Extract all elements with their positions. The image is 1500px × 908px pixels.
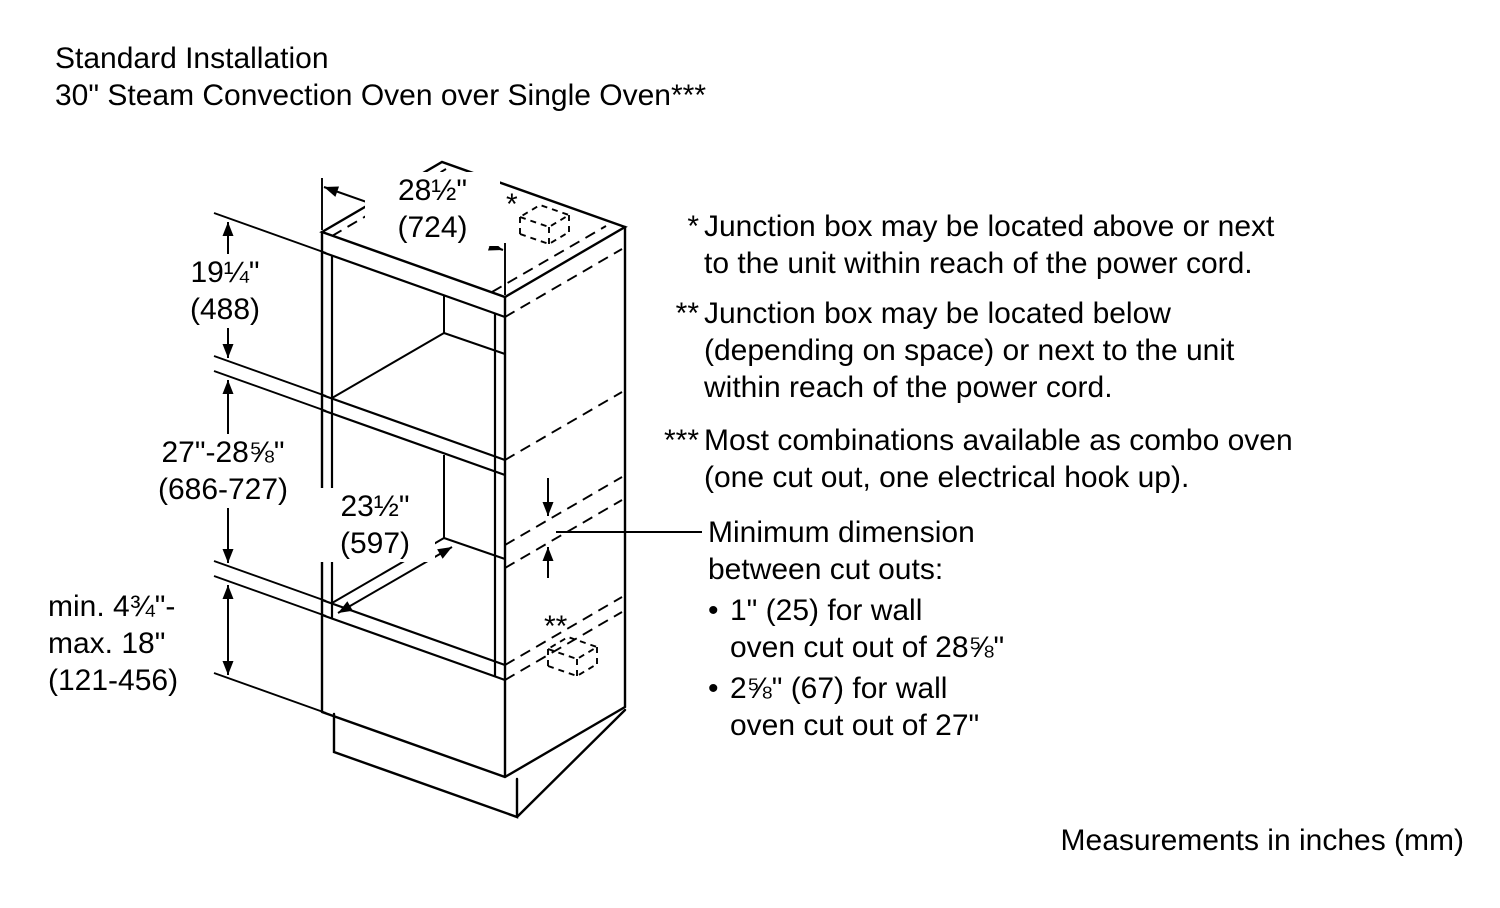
min-dimension-note: Minimum dimension between cut outs: • 1"…: [708, 514, 1004, 744]
note-2-line-1: Junction box may be located below: [704, 297, 1171, 330]
cabinet-outline: [319, 160, 628, 779]
upper-junction-box: [517, 203, 572, 246]
note-1-lines: Junction box may be located above or nex…: [704, 208, 1274, 282]
lower-junction-marker: **: [544, 610, 568, 643]
min-dimension-item-1: • 1" (25) for wall: [708, 592, 1004, 629]
note-2-line-2: (depending on space) or next to the unit: [704, 334, 1235, 367]
note-2-line-3: within reach of the power cord.: [704, 371, 1113, 404]
toe-kick-base: [332, 708, 627, 819]
lower-junction-box: [545, 635, 600, 678]
dim-bottom-line-1: min. 4¾"-: [48, 590, 176, 623]
min-dimension-item-2-line-1: 2⅝" (67) for wall: [730, 672, 948, 705]
dim-lower-mm: (686-727): [157, 473, 289, 506]
note-3-lines: Most combinations available as combo ove…: [704, 422, 1293, 496]
interior-shelf-edges: [331, 296, 506, 604]
note-marker-2: **: [675, 297, 699, 330]
extension-lines: [213, 178, 506, 714]
min-dimension-item-2: • 2⅝" (67) for wall: [708, 670, 1004, 707]
note-marker-3: ***: [663, 424, 699, 457]
footer-units-note: Measurements in inches (mm): [1060, 824, 1464, 857]
note-top-junction: * Junction box may be located above or n…: [660, 208, 1274, 282]
min-gap-indicator: [542, 478, 702, 578]
min-dimension-item-2-line-2: oven cut out of 27": [730, 709, 980, 742]
dim-lower-inches: 27"-28⅝": [161, 436, 285, 469]
title-line-1: Standard Installation: [55, 42, 329, 75]
dim-width-mm: (724): [397, 211, 468, 244]
top-junction-marker: *: [506, 188, 518, 221]
note-1-line-1: Junction box may be located above or nex…: [704, 210, 1275, 243]
upper-cutout-height-label: 19¼" (488): [150, 254, 300, 328]
depth-label: 23½" (597): [315, 488, 435, 562]
min-dimension-item-1-line-2: oven cut out of 28⅝": [730, 631, 1005, 664]
note-combo: *** Most combinations available as combo…: [660, 422, 1293, 496]
note-2-lines: Junction box may be located below (depen…: [704, 295, 1234, 406]
min-dimension-title-2: between cut outs:: [708, 553, 944, 586]
dim-bottom-line-3: (121-456): [48, 664, 179, 697]
note-1-line-2: to the unit within reach of the power co…: [704, 247, 1253, 280]
title-line-2: 30" Steam Convection Oven over Single Ov…: [55, 79, 707, 112]
bottom-spacer-label: min. 4¾"- max. 18" (121-456): [48, 588, 178, 699]
note-lower-junction: ** Junction box may be located below (de…: [660, 295, 1235, 406]
page-title: Standard Installation 30" Steam Convecti…: [55, 40, 706, 114]
dim-width-label: 28½" (724): [365, 172, 500, 246]
dim-upper-mm: (488): [189, 293, 261, 326]
note-3-line-2: (one cut out, one electrical hook up).: [704, 461, 1190, 494]
min-dimension-title-1: Minimum dimension: [708, 516, 975, 549]
dim-upper-inches: 19¼": [190, 256, 260, 289]
front-frame-cutouts: [321, 250, 506, 682]
dim-depth-inches: 23½": [340, 490, 410, 523]
note-marker-1: *: [687, 210, 699, 243]
dim-width-inches: 28½": [397, 174, 468, 207]
lower-cutout-height-label: 27"-28⅝" (686-727): [128, 434, 318, 508]
note-3-line-1: Most combinations available as combo ove…: [704, 424, 1293, 457]
dim-depth-mm: (597): [339, 527, 411, 560]
bullet-icon: •: [708, 672, 719, 705]
bullet-icon: •: [708, 594, 719, 627]
min-dimension-item-1-line-1: 1" (25) for wall: [730, 594, 923, 627]
dim-bottom-line-2: max. 18": [48, 627, 166, 660]
